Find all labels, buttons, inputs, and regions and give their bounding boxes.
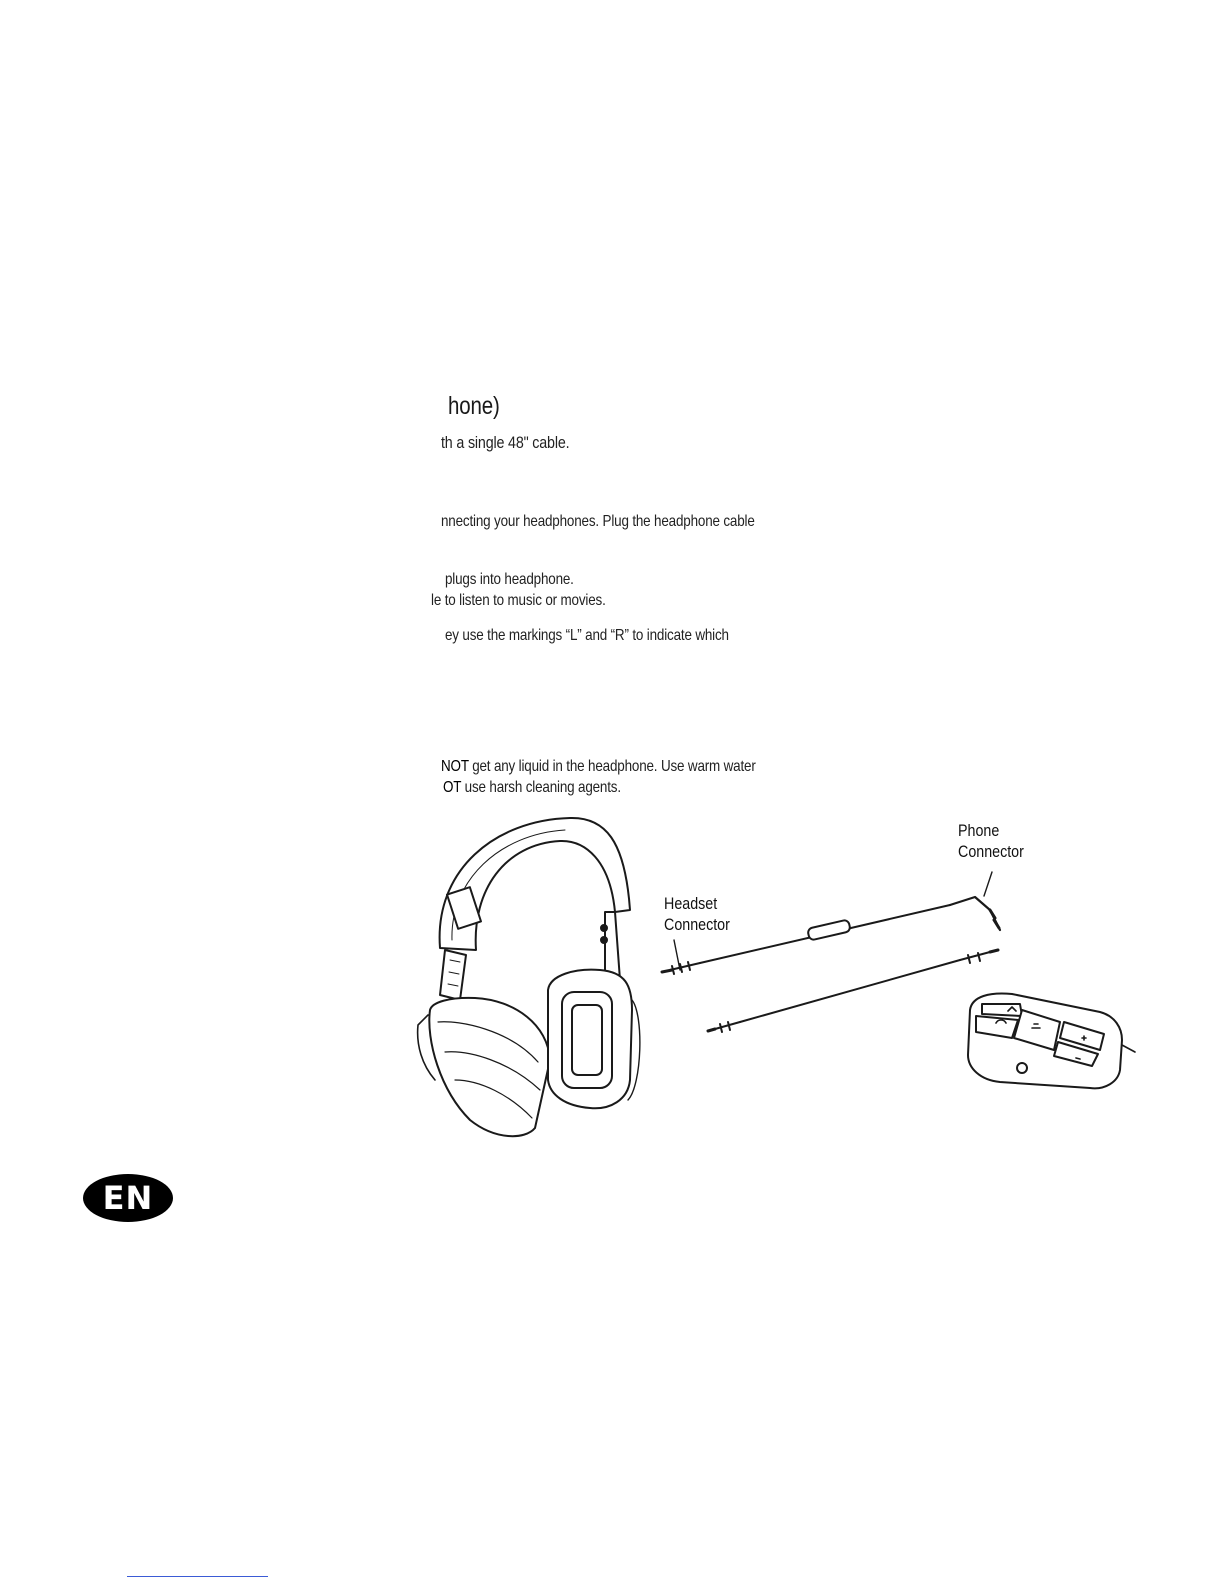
phone-label-line-1: Phone (958, 821, 1000, 840)
cable-description: th a single 48" cable. (441, 433, 570, 452)
phone-connector-label: Phone Connector (958, 820, 1024, 862)
headband (438, 816, 631, 951)
care-line-1: NOT get any liquid in the headphone. Use… (441, 758, 756, 776)
headset-cable-illustration (660, 871, 1002, 975)
headphones-illustration (416, 816, 641, 1138)
adapter-button-right-top (1059, 1021, 1105, 1051)
care-line-2: OT use harsh cleaning agents. (443, 779, 621, 797)
adapter-button-right-bottom (1053, 1041, 1099, 1067)
headset-label-line-1: Headset (664, 894, 718, 913)
product-illustration (416, 816, 1136, 1138)
care-warning-2: OT (443, 779, 462, 796)
language-code: EN (102, 1179, 154, 1217)
care-text-2: use harsh cleaning agents. (461, 779, 621, 796)
section-heading: hone) (448, 392, 500, 420)
adapter-jack (1016, 1062, 1028, 1074)
connection-instruction: nnecting your headphones. Plug the headp… (441, 513, 755, 530)
plug-instruction: plugs into headphone. (445, 571, 574, 588)
left-right-note: ey use the markings “L” and “R” to indic… (445, 627, 729, 644)
adapter-button-left (975, 1015, 1019, 1039)
phone-label-line-2: Connector (958, 842, 1024, 861)
audio-cable-illustration (706, 948, 1000, 1033)
audio-cable-wire (739, 959, 961, 1023)
headset-label-line-2: Connector (664, 915, 730, 934)
care-text-1: get any liquid in the headphone. Use war… (468, 758, 756, 775)
language-badge: EN (83, 1174, 173, 1222)
left-earcup (428, 996, 551, 1138)
listening-note: le to listen to music or movies. (431, 592, 606, 609)
headset-connector-plug (669, 961, 701, 975)
headset-connector-label: Headset Connector (664, 893, 730, 935)
footer-link-underline[interactable] (127, 1576, 268, 1577)
left-hinge (439, 949, 467, 1001)
care-warning-1: NOT (441, 758, 469, 775)
adapter-button-center (1013, 1009, 1061, 1051)
inline-controller (807, 919, 851, 941)
headset-adapter-illustration (967, 992, 1136, 1090)
headband-plate (446, 886, 482, 930)
